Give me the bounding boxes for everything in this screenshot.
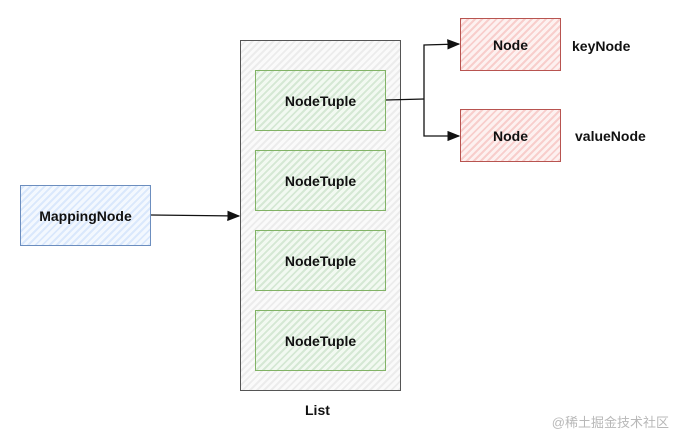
tuple-to-key-arrow xyxy=(423,39,461,99)
key-node-box: Node xyxy=(460,18,561,71)
node-tuple-label: NodeTuple xyxy=(284,332,357,349)
node-tuple-label: NodeTuple xyxy=(284,172,357,189)
value-node-box: Node xyxy=(460,109,561,162)
node-tuple-3: NodeTuple xyxy=(255,230,386,291)
node-tuple-2: NodeTuple xyxy=(255,150,386,211)
tuple-trunk-line xyxy=(385,98,425,101)
watermark: @稀土掘金技术社区 xyxy=(551,415,669,430)
node-tuple-label: NodeTuple xyxy=(284,92,357,109)
node-tuple-1: NodeTuple xyxy=(255,70,386,131)
tuple-to-value-arrow xyxy=(423,99,461,142)
value-node-box-label: Node xyxy=(493,127,528,144)
mapping-node-label: MappingNode xyxy=(39,207,132,224)
list-caption: List xyxy=(305,402,330,418)
key-node-side-label: keyNode xyxy=(572,38,631,54)
mapping-node: MappingNode xyxy=(20,185,151,246)
mapping-to-list-arrow xyxy=(150,210,241,222)
key-node-box-label: Node xyxy=(493,36,528,53)
value-node-side-label: valueNode xyxy=(575,128,646,144)
node-tuple-4: NodeTuple xyxy=(255,310,386,371)
node-tuple-label: NodeTuple xyxy=(284,252,357,269)
